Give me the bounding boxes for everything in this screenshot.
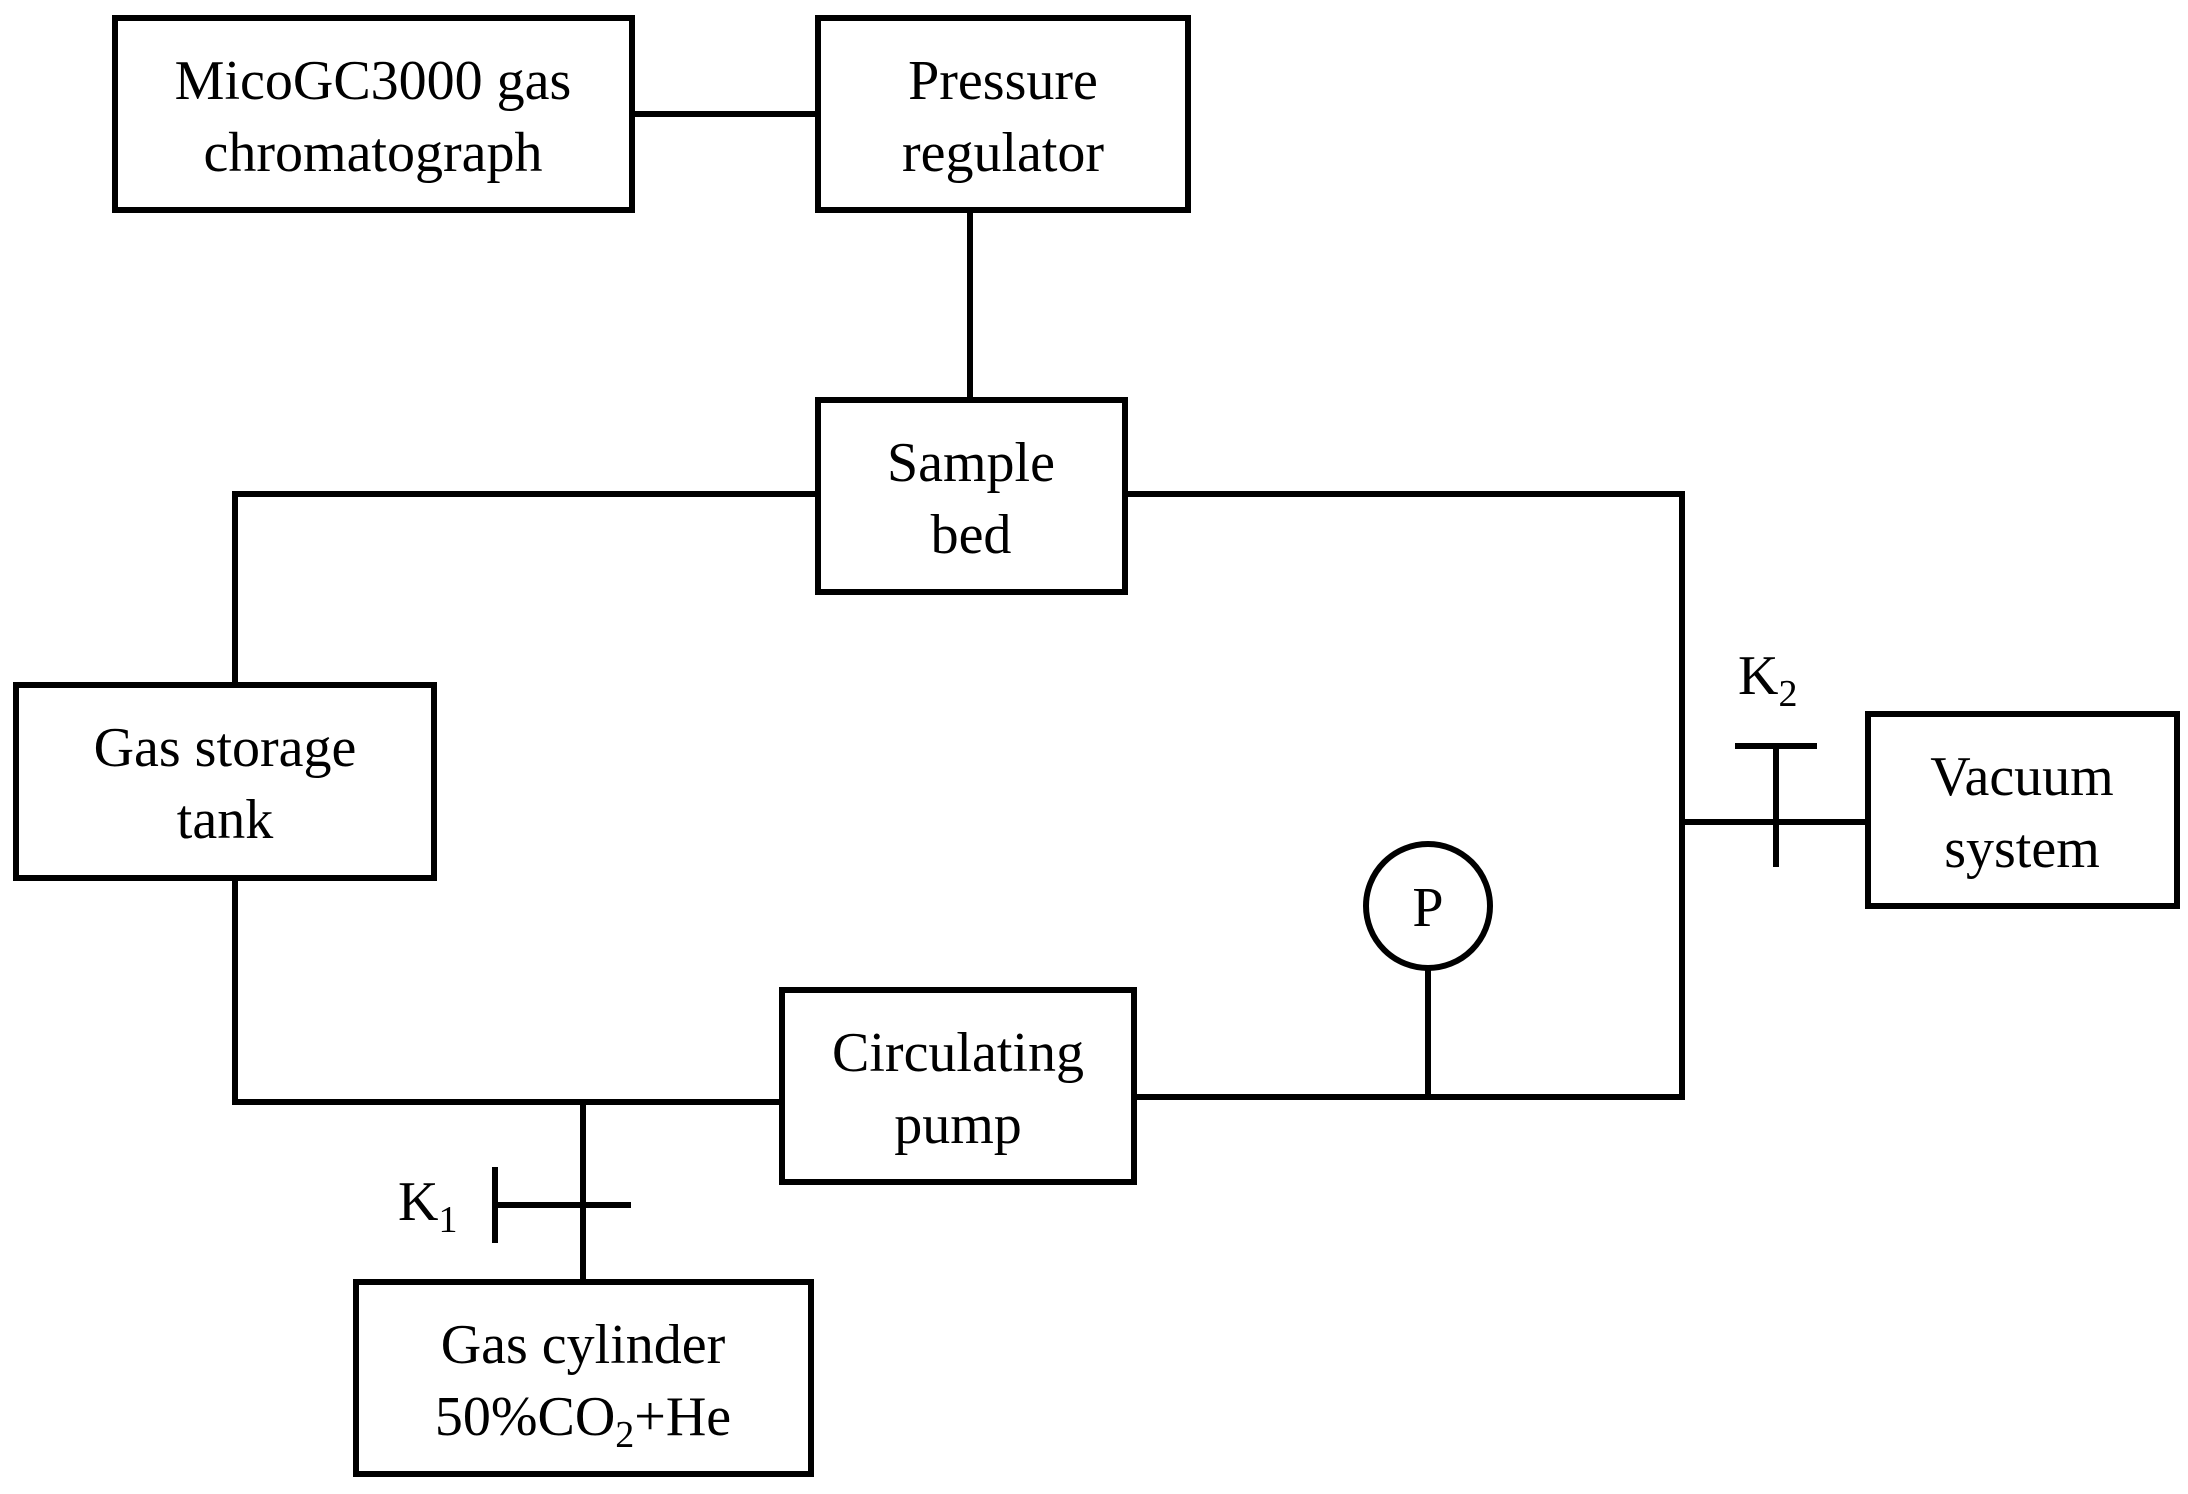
pressure-gauge-label: P xyxy=(1412,877,1443,939)
circulating-pump: Circulating pump xyxy=(779,987,1137,1185)
gas-chromatograph-box xyxy=(112,15,635,213)
pressure-regulator-label-line2: regulator xyxy=(902,122,1104,184)
vacuum-system: Vacuum system xyxy=(1865,711,2180,909)
circulating-pump-label-line2: pump xyxy=(894,1094,1022,1156)
gas-storage-tank-box xyxy=(13,682,437,881)
pipe-sample-bed-storage-tank xyxy=(232,491,821,688)
vacuum-system-box xyxy=(1865,711,2180,909)
gas-storage-tank: Gas storage tank xyxy=(13,682,437,881)
pressure-regulator-label-line1: Pressure xyxy=(908,50,1098,112)
gas-chromatograph-label-line2: chromatograph xyxy=(204,122,543,184)
circulating-pump-box xyxy=(779,987,1137,1185)
pressure-regulator-box xyxy=(815,15,1191,213)
valve-k2-label: K2 xyxy=(1738,645,1797,715)
valve-k1-label: K1 xyxy=(398,1171,457,1241)
pressure-gauge: P xyxy=(1363,841,1493,971)
valve-k1: K1 xyxy=(398,1167,631,1243)
gas-storage-tank-label-line2: tank xyxy=(177,789,273,851)
sample-bed: Sample bed xyxy=(815,397,1128,595)
gas-cylinder-label-line2: 50%CO2+He xyxy=(435,1386,731,1456)
gas-chromatograph: MicoGC3000 gas chromatograph xyxy=(112,15,635,213)
pressure-regulator: Pressure regulator xyxy=(815,15,1191,213)
gas-cylinder: Gas cylinder 50%CO2+He xyxy=(353,1279,814,1477)
valve-k2: K2 xyxy=(1735,645,1817,867)
gas-cylinder-label-line1: Gas cylinder xyxy=(441,1314,726,1376)
vacuum-system-label-line1: Vacuum xyxy=(1930,746,2114,808)
sample-bed-label-line1: Sample xyxy=(887,432,1055,494)
pressure-gauge-circle xyxy=(1363,841,1493,971)
gas-chromatograph-label-line1: MicoGC3000 gas xyxy=(175,50,572,112)
pipe-sample-bed-right-loop xyxy=(1122,491,1685,1100)
gas-storage-tank-label-line1: Gas storage xyxy=(94,717,357,779)
circulating-pump-label-line1: Circulating xyxy=(832,1022,1084,1084)
sample-bed-box xyxy=(815,397,1128,595)
pipe-storage-tank-pump xyxy=(232,875,785,1105)
vacuum-system-label-line2: system xyxy=(1944,818,2100,880)
sample-bed-label-line2: bed xyxy=(931,504,1012,566)
gas-cylinder-box xyxy=(353,1279,814,1477)
